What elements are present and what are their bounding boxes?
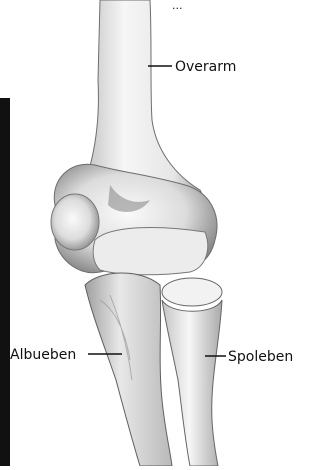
ulna (85, 273, 172, 466)
label-radius: Spoleben (228, 350, 293, 364)
medial-epicondyle (51, 194, 99, 250)
left-dark-bar (0, 98, 10, 466)
label-upper-arm: Overarm (175, 60, 236, 74)
label-ulna: Albueben (10, 348, 76, 362)
radius-head (162, 278, 222, 306)
radius-shaft (162, 300, 222, 466)
trochlea (93, 227, 208, 274)
title-fragment: ... (172, 0, 183, 11)
